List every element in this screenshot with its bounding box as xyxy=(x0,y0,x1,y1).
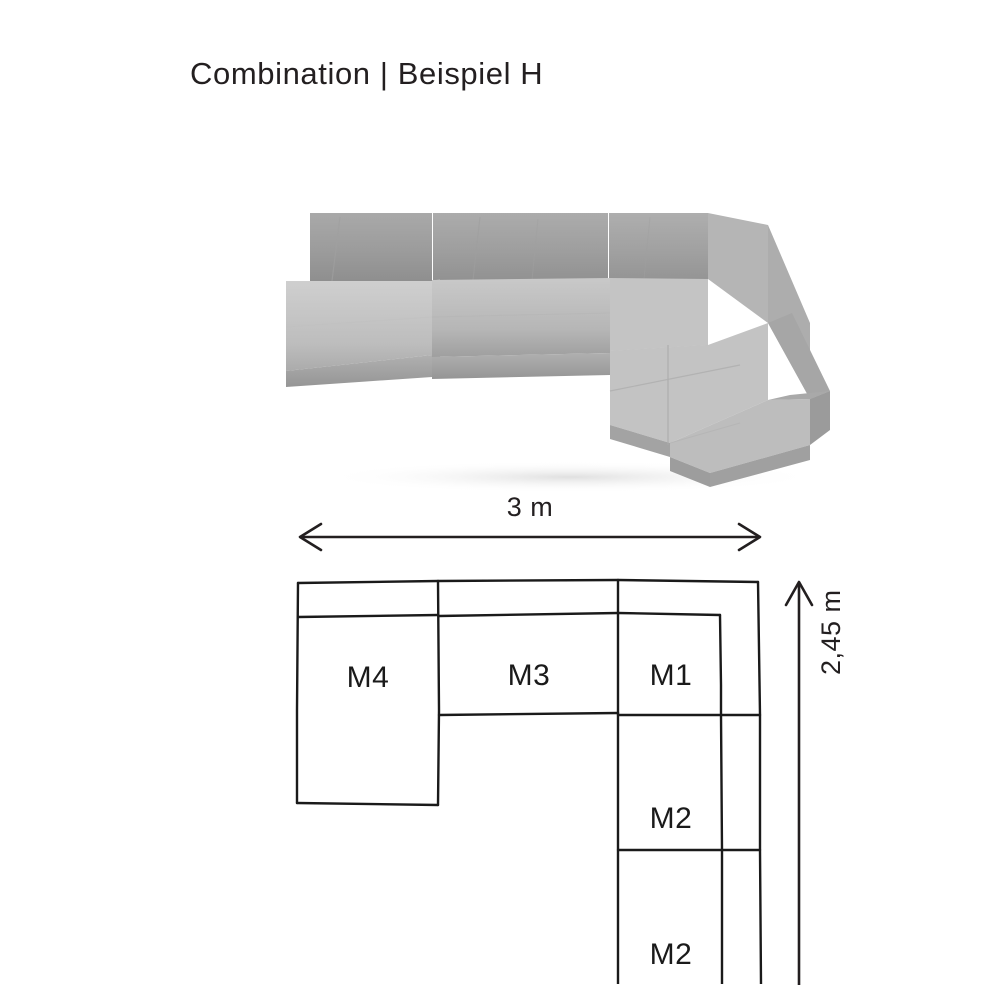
floorplan-label-m1: M1 xyxy=(650,659,693,692)
dimension-width-arrow-icon xyxy=(295,520,765,554)
floorplan-label-m4: M4 xyxy=(347,661,390,694)
dimension-width-label: 3 m xyxy=(506,492,554,522)
floorplan-label-m3: M3 xyxy=(508,659,551,692)
page-title: Combination | Beispiel H xyxy=(190,56,544,91)
dimension-depth-arrow-icon xyxy=(780,575,820,985)
product-photo-modular-sofa xyxy=(270,195,850,495)
floorplan-diagram: M4 M3 M1 M2 M2 xyxy=(280,560,780,984)
floorplan-svg: M4 M3 M1 M2 M2 xyxy=(295,578,763,984)
dimension-width: 3 m xyxy=(295,492,765,554)
floorplan-label-m2-upper: M2 xyxy=(650,802,693,835)
floorplan-label-m2-lower: M2 xyxy=(650,938,693,971)
dimension-depth-label: 2,45 m xyxy=(816,589,846,675)
sofa-illustration xyxy=(285,213,830,493)
dimension-depth: 2,45 m xyxy=(780,575,870,985)
